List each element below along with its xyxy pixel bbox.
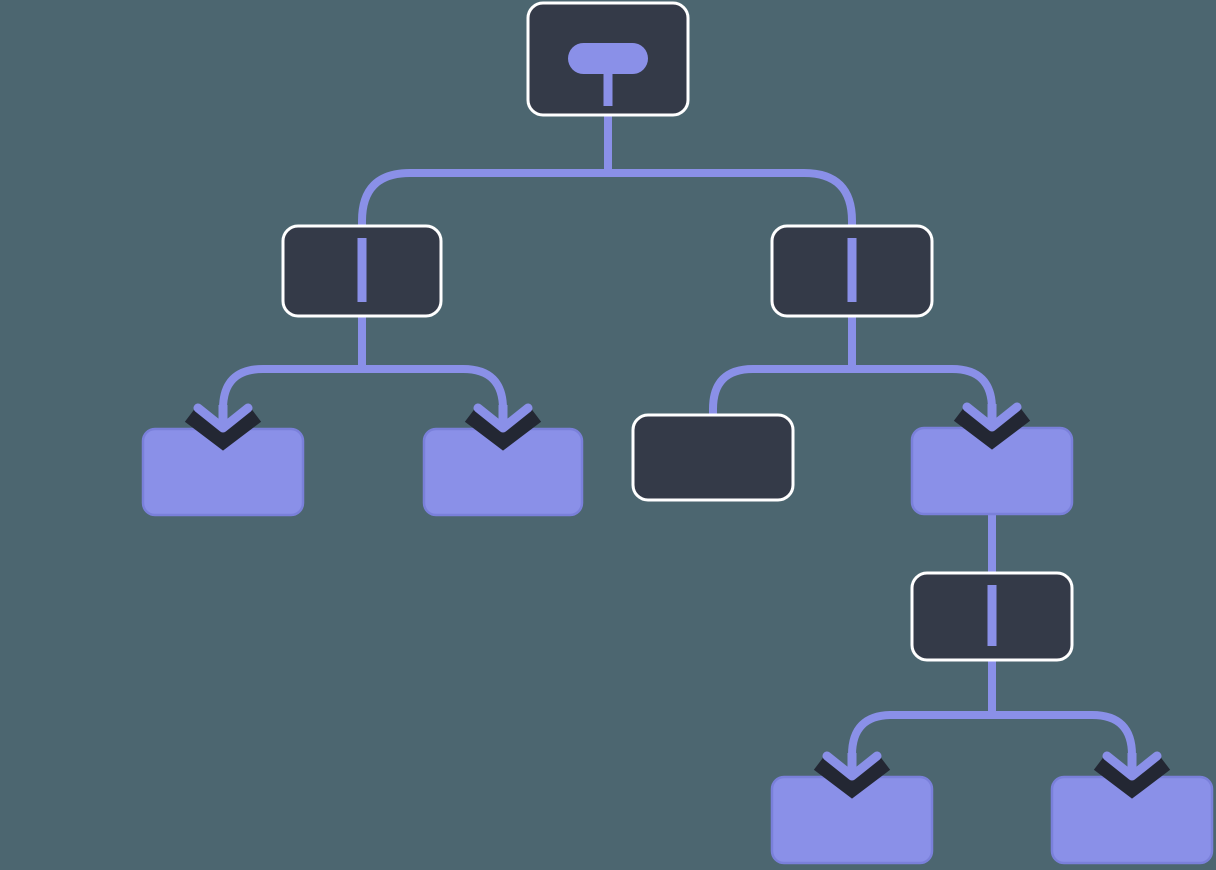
flow-node-pass-lower[interactable]	[910, 571, 1074, 662]
flow-node-branch-right[interactable]	[770, 224, 934, 318]
nodes-layer	[141, 1, 1214, 865]
chevron-dark-shadow	[1093, 756, 1171, 799]
chevron-down-arrow-icon	[813, 751, 891, 799]
chevron-dark-shadow	[813, 756, 891, 799]
flow-node-dark-child[interactable]	[631, 413, 795, 502]
chevron-dark-shadow	[464, 408, 542, 451]
edge-left-rail	[219, 365, 507, 425]
arrow-markers-layer	[184, 402, 1171, 799]
chevron-down-arrow-icon	[464, 403, 542, 451]
edge-right-rail	[709, 365, 996, 424]
chevron-dark-shadow	[184, 408, 262, 451]
edge-level1-rail	[358, 169, 856, 226]
chevron-dark-shadow	[953, 407, 1031, 450]
chevron-purple-head	[193, 403, 253, 433]
chevron-purple-head	[1102, 751, 1162, 781]
chevron-down-arrow-icon	[184, 403, 262, 451]
flow-node-dark-child-body[interactable]	[631, 413, 795, 502]
chevron-purple-head	[822, 751, 882, 781]
chevron-down-arrow-icon	[1093, 751, 1171, 799]
subtree-pill-icon	[568, 43, 648, 106]
flow-node-branch-left[interactable]	[281, 224, 443, 318]
chevron-down-arrow-icon	[953, 402, 1031, 450]
edges-layer	[219, 112, 1136, 773]
flow-node-root[interactable]	[526, 1, 690, 117]
chevron-purple-head	[473, 403, 533, 433]
edge-bottom-rail	[848, 711, 1136, 773]
chevron-purple-head	[962, 402, 1022, 432]
